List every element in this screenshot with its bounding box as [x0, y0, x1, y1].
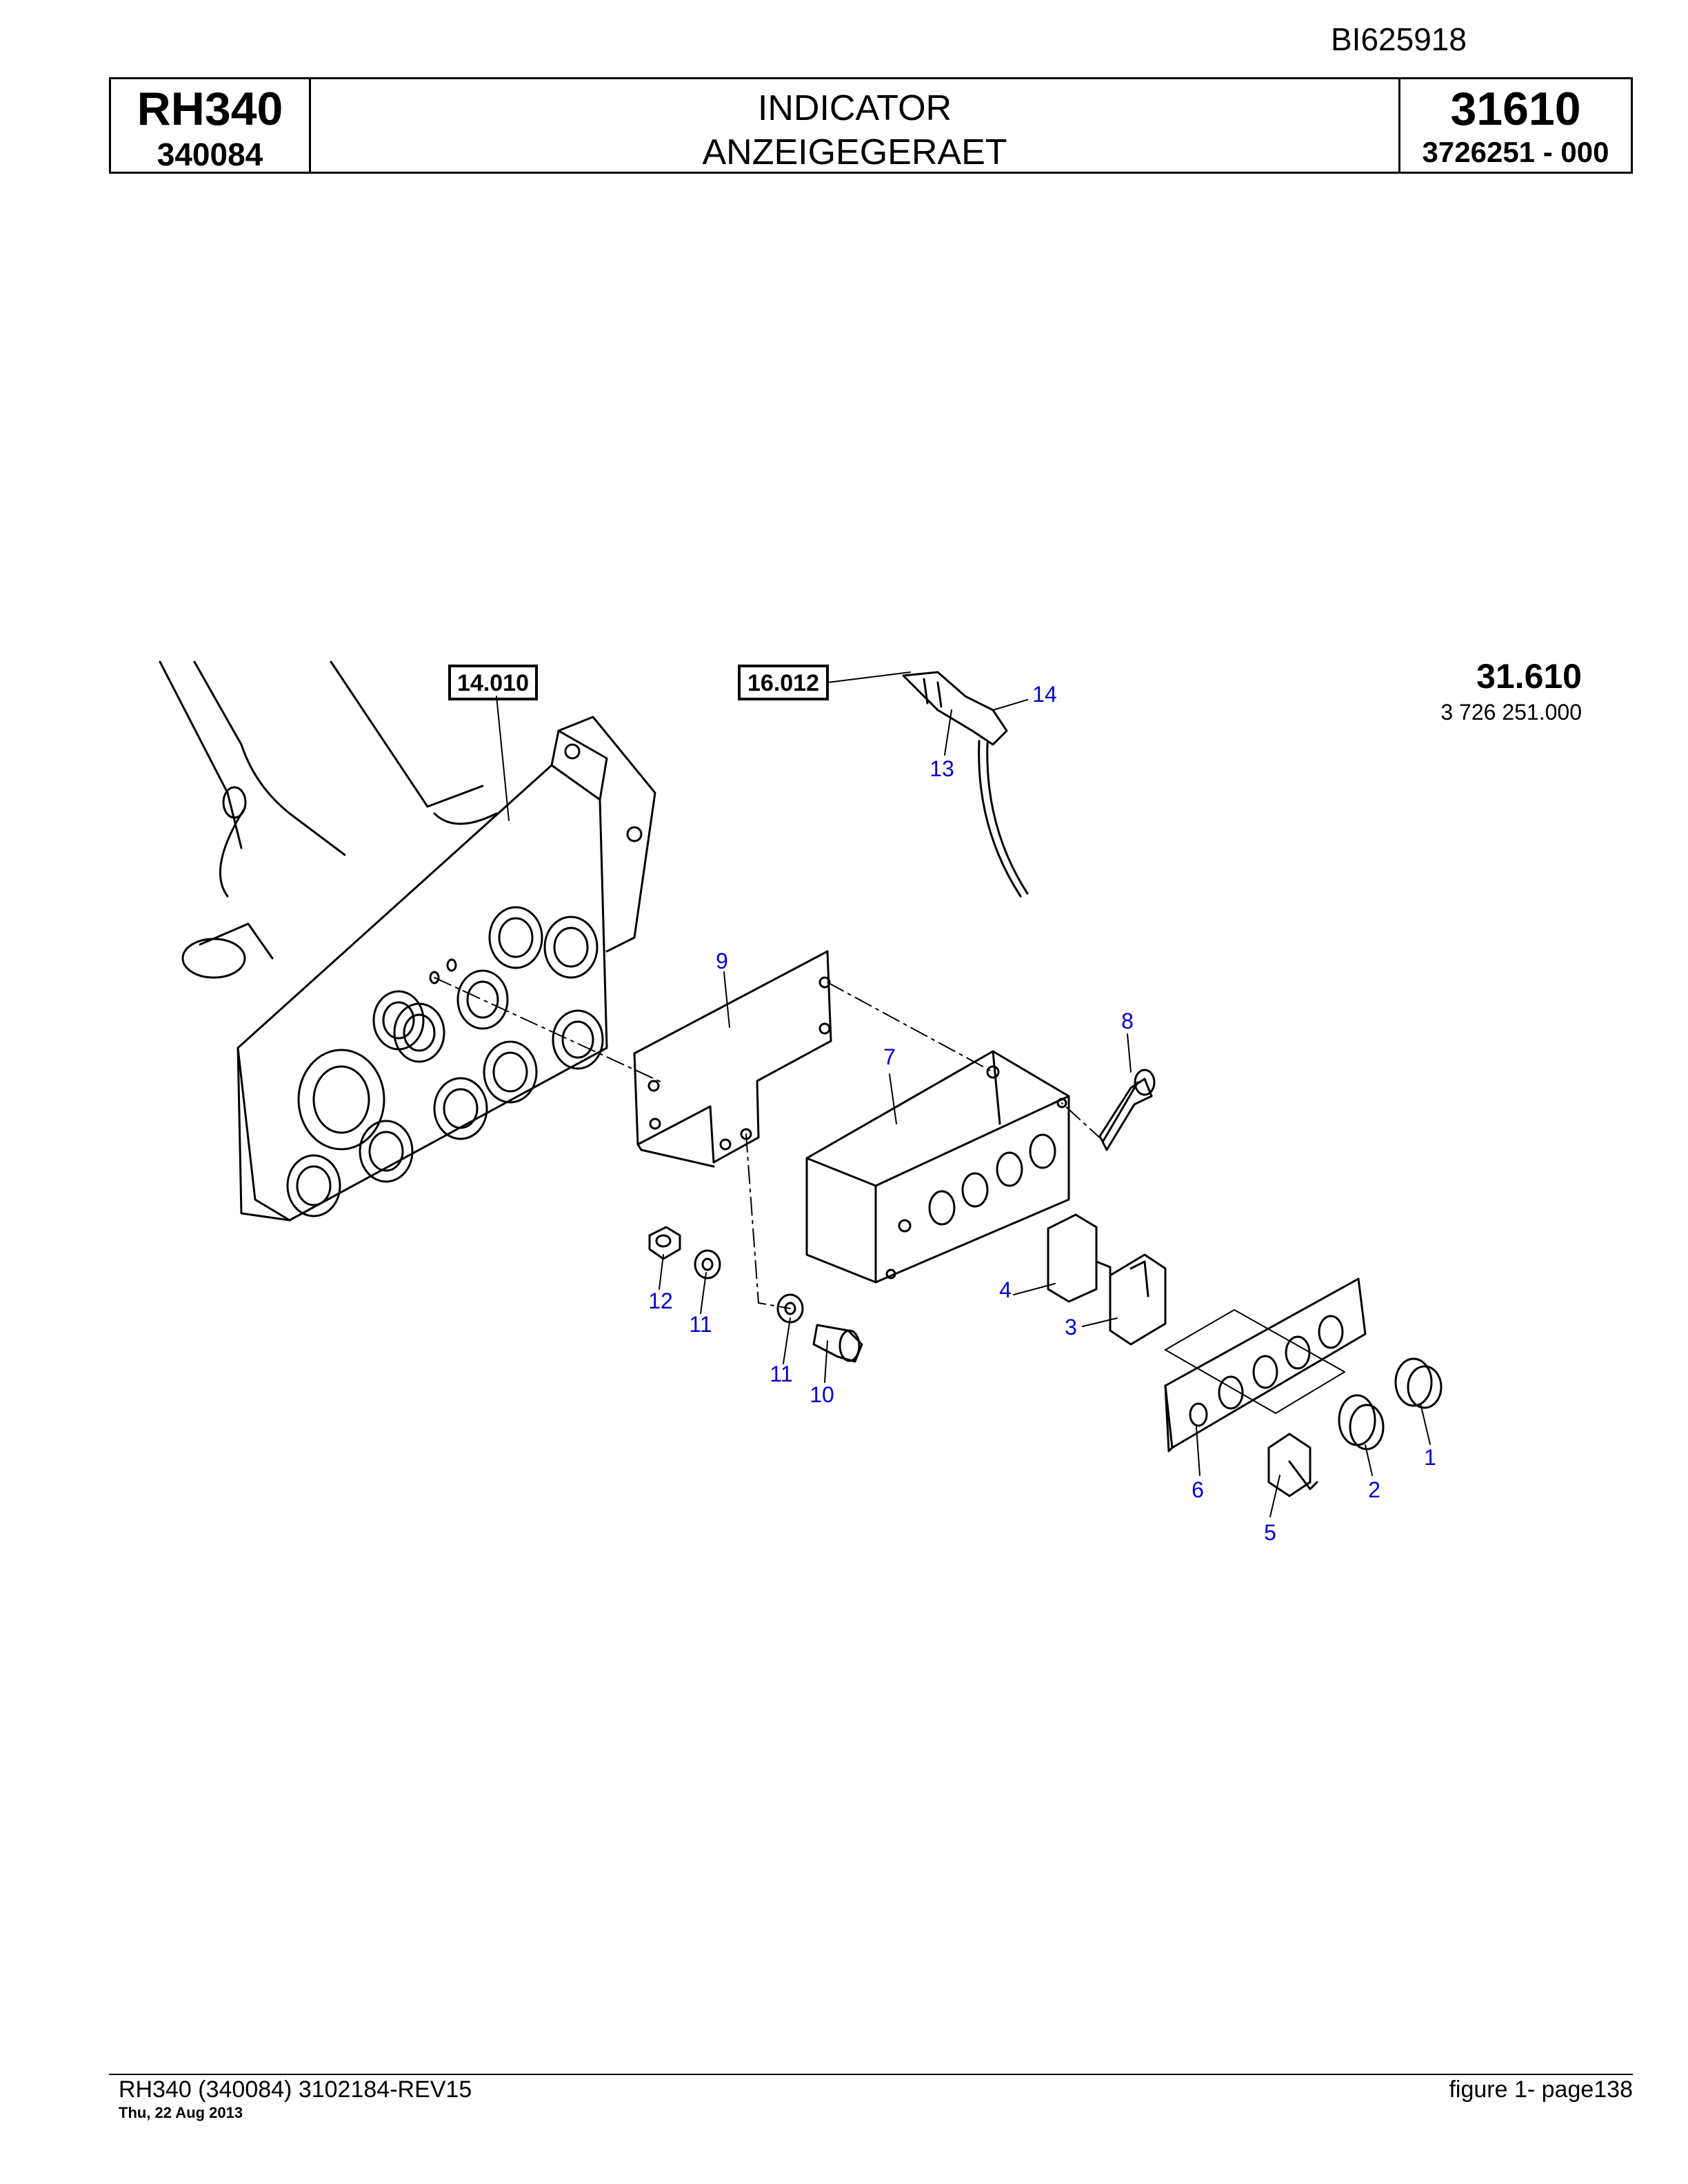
title-english: INDICATOR	[757, 88, 952, 128]
callout-8: 8	[1121, 1009, 1134, 1033]
valve-block-drawing	[181, 716, 656, 1222]
toggle-switch-drawing	[1267, 1433, 1318, 1497]
callout-2: 2	[1368, 1477, 1380, 1502]
callout-10: 10	[810, 1382, 834, 1407]
footer-rule	[109, 2074, 1633, 2075]
screw-8-drawing	[1098, 1069, 1156, 1151]
leader-lines	[496, 671, 1431, 1517]
arm-bracket-drawing	[159, 660, 498, 898]
mounting-plate-drawing	[633, 950, 832, 1168]
group-part-number: 3 726 251.000	[1440, 700, 1582, 725]
callout-11-bolt: 11	[770, 1362, 792, 1386]
title-block: RH340 340084 INDICATOR ANZEIGEGERAET 316…	[109, 77, 1633, 174]
callout-13: 13	[930, 756, 954, 781]
ref-box-16012	[738, 665, 829, 700]
callout-5: 5	[1264, 1520, 1276, 1545]
model-name: RH340	[137, 83, 283, 135]
callout-11-nut: 11	[689, 1312, 712, 1337]
callout-9: 9	[716, 949, 728, 973]
ref-box-label: 14.010	[457, 670, 529, 696]
group-cell: 31610 3726251 - 000	[1400, 79, 1631, 172]
housing-box-drawing	[805, 1050, 1070, 1284]
reference-boxes: 14.010 16.012	[448, 665, 829, 700]
sensor-drawing	[902, 671, 1029, 898]
part-number: 3726251 - 000	[1422, 136, 1609, 168]
model-cell: RH340 340084	[111, 79, 311, 172]
group-number: 31610	[1450, 83, 1581, 135]
ref-box-14010	[448, 665, 538, 700]
group-code: 31.610	[1476, 657, 1582, 696]
front-panel-drawing	[1164, 1277, 1367, 1453]
callout-3: 3	[1065, 1315, 1077, 1339]
title-german: ANZEIGEGERAET	[702, 132, 1007, 172]
callout-4: 4	[999, 1277, 1012, 1302]
contact-block-drawing	[1047, 1213, 1167, 1346]
fasteners-drawing	[648, 1226, 863, 1363]
ref-box-label: 16.012	[747, 670, 819, 696]
footer-document-reference: RH340 (340084) 3102184-REV15	[119, 2076, 472, 2103]
callout-1: 1	[1424, 1445, 1436, 1470]
title-cell: INDICATOR ANZEIGEGERAET	[311, 79, 1400, 172]
document-id: BI625918	[1331, 21, 1467, 57]
callout-12: 12	[648, 1288, 673, 1313]
serial-number: 340084	[157, 136, 263, 172]
footer-date: Thu, 22 Aug 2013	[119, 2104, 243, 2121]
callout-6: 6	[1192, 1477, 1204, 1502]
callout-14: 14	[1032, 682, 1057, 707]
pushbutton-drawing	[1338, 1357, 1443, 1450]
footer-page-reference: figure 1- page138	[1449, 2076, 1633, 2103]
callout-numbers: 1 2 3 4 5 6 7 8 9 10 11 11 12 13 14	[648, 682, 1436, 1545]
callout-7: 7	[883, 1044, 896, 1069]
assembly-lines	[434, 977, 1104, 1309]
